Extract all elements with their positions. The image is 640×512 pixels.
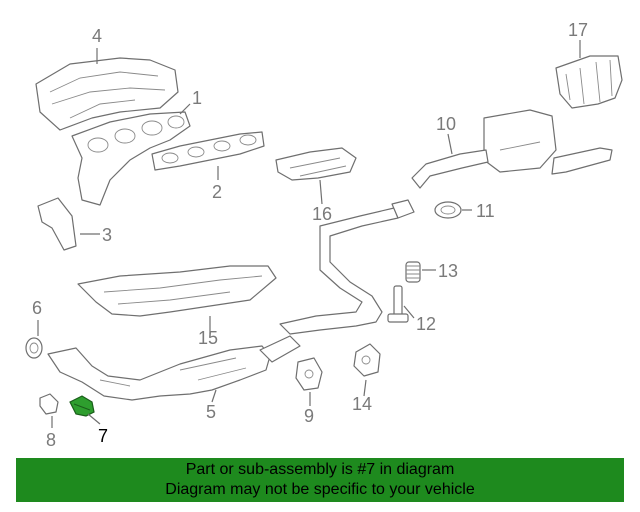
part-2-manifold-gasket[interactable] — [151, 131, 265, 171]
callout-1: 1 — [192, 88, 202, 108]
callout-labels: 4 1 2 3 17 10 11 16 13 12 15 6 8 7 5 9 1… — [32, 20, 588, 450]
part-9-hanger[interactable] — [295, 357, 323, 391]
part-3-bracket[interactable] — [37, 197, 77, 251]
callout-13: 13 — [438, 261, 458, 281]
part-16-heat-shield[interactable] — [275, 147, 357, 181]
center-exhaust-pipe[interactable] — [279, 199, 415, 335]
part-8-sleeve[interactable] — [39, 393, 59, 415]
exhaust-system-diagram: 4 1 2 3 17 10 11 16 13 12 15 6 8 7 5 9 1… — [25, 20, 623, 450]
callout-12: 12 — [416, 314, 436, 334]
part-12-bolt[interactable] — [387, 285, 409, 323]
part-17-rear-heat-shield[interactable] — [555, 55, 623, 109]
callout-11: 11 — [476, 201, 495, 221]
part-6-ring-gasket[interactable] — [25, 337, 43, 359]
part-1-exhaust-manifold[interactable] — [71, 111, 191, 206]
part-4-heat-shield[interactable] — [35, 57, 179, 131]
callout-2: 2 — [212, 182, 222, 202]
callout-10: 10 — [436, 114, 456, 134]
callout-3: 3 — [102, 225, 112, 245]
callout-16: 16 — [312, 204, 332, 224]
banner-line-2: Diagram may not be specific to your vehi… — [165, 481, 475, 498]
callout-7[interactable]: 7 — [98, 426, 108, 446]
banner-line-1: Part or sub-assembly is #7 in diagram — [185, 461, 455, 478]
callout-6: 6 — [32, 298, 42, 318]
part-11-gasket[interactable] — [434, 201, 462, 219]
part-7-stud-bolt[interactable] — [69, 395, 95, 417]
callout-14: 14 — [352, 394, 372, 414]
part-13-spring[interactable] — [405, 261, 421, 283]
callout-5: 5 — [206, 402, 216, 422]
callout-15: 15 — [198, 328, 218, 348]
notice-banner: Part or sub-assembly is #7 in diagram Di… — [16, 458, 624, 502]
callout-9: 9 — [304, 406, 314, 426]
part-5-front-pipe-converter[interactable] — [47, 335, 301, 401]
leader-lines — [37, 40, 581, 428]
callout-4: 4 — [92, 26, 102, 46]
part-10-tailpipe-muffler[interactable] — [411, 109, 613, 189]
callout-8: 8 — [46, 430, 56, 450]
part-14-hanger-bracket[interactable] — [353, 343, 381, 377]
callout-17: 17 — [568, 20, 588, 40]
part-15-lower-heat-shield[interactable] — [77, 265, 277, 317]
